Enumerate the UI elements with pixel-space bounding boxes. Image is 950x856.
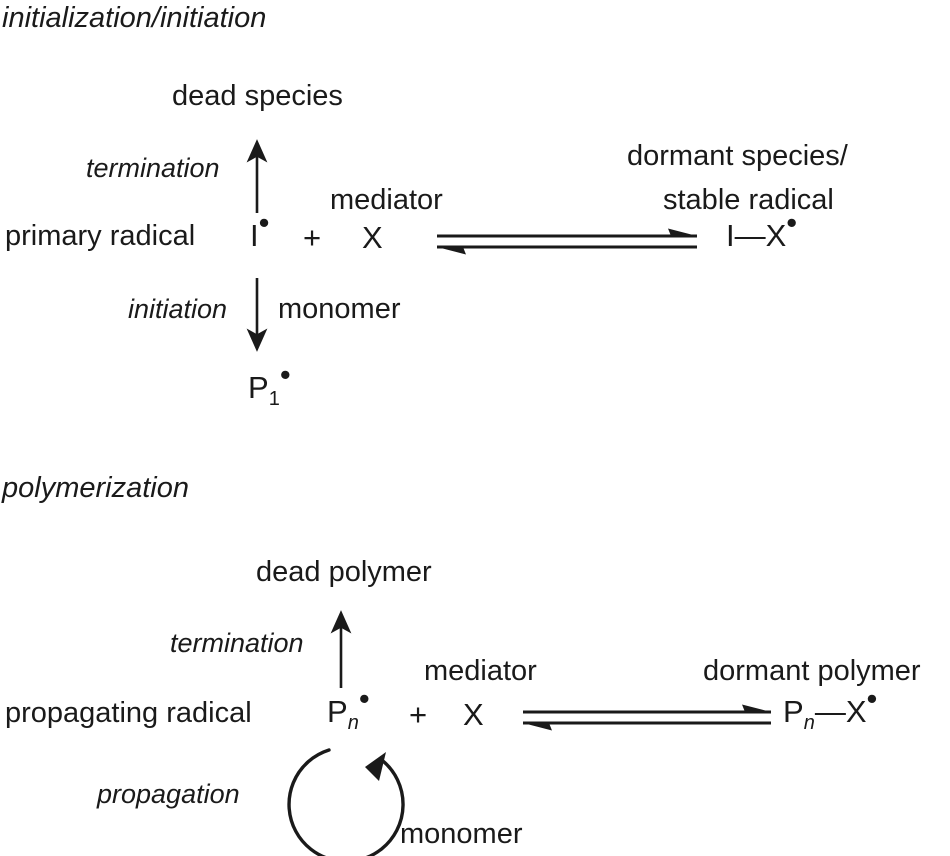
product-subscript: 1 bbox=[268, 388, 280, 410]
dead-polymer-label: dead polymer bbox=[256, 556, 432, 588]
propagation-cycle-arrow bbox=[287, 748, 405, 856]
termination-label-polymerization: termination bbox=[170, 628, 304, 658]
propagation-label: propagation bbox=[97, 779, 240, 809]
mediator-label-initialization: mediator bbox=[330, 184, 443, 216]
equilibrium-arrow-initialization bbox=[437, 228, 697, 255]
propagating-subscript: n bbox=[347, 712, 359, 734]
plus-sign-initialization: + bbox=[303, 220, 322, 255]
mediator-label-polymerization: mediator bbox=[424, 655, 537, 687]
dormant-symbol: I—X bbox=[726, 218, 787, 253]
initiator-symbol: I bbox=[250, 218, 259, 253]
plus-sign-polymerization: + bbox=[409, 697, 428, 732]
product-symbol: P bbox=[248, 370, 269, 405]
dormant-polymer-subscript: n bbox=[803, 712, 815, 734]
dead-species-label: dead species bbox=[172, 80, 343, 112]
radical-dot-icon: • bbox=[358, 681, 370, 716]
dormant-polymer-symbol: P bbox=[783, 694, 804, 729]
product-species-p1: P1• bbox=[248, 359, 291, 409]
radical-dot-icon: • bbox=[279, 357, 291, 392]
section-header-initialization: initialization/initiation bbox=[2, 2, 267, 34]
propagating-species-pn: Pn• bbox=[327, 683, 370, 733]
dormant-species-initialization: I—X• bbox=[726, 207, 797, 253]
radical-dot-icon: • bbox=[786, 205, 798, 240]
monomer-label-initialization: monomer bbox=[278, 293, 401, 325]
mediator-species-polymerization: X bbox=[463, 697, 484, 732]
radical-dot-icon: • bbox=[258, 205, 270, 240]
termination-label-initialization: termination bbox=[86, 153, 220, 183]
monomer-label-polymerization: monomer bbox=[400, 818, 523, 850]
propagating-radical-label: propagating radical bbox=[5, 697, 252, 729]
radical-dot-icon: • bbox=[866, 681, 878, 716]
mediator-species-initialization: X bbox=[362, 220, 383, 255]
dormant-polymer-label: dormant polymer bbox=[703, 655, 921, 687]
dormant-polymer-bond: —X bbox=[814, 694, 867, 729]
initiation-label: initiation bbox=[128, 294, 228, 324]
dormant-species-label-line2: stable radical bbox=[663, 184, 834, 216]
propagating-symbol: P bbox=[327, 694, 348, 729]
section-header-polymerization: polymerization bbox=[2, 472, 189, 504]
dormant-species-label-line1: dormant species/ bbox=[627, 140, 848, 172]
initiator-species: I• bbox=[250, 207, 269, 253]
equilibrium-arrow-polymerization bbox=[523, 704, 771, 731]
primary-radical-label: primary radical bbox=[5, 220, 196, 252]
dormant-species-polymerization: Pn—X• bbox=[783, 683, 877, 733]
